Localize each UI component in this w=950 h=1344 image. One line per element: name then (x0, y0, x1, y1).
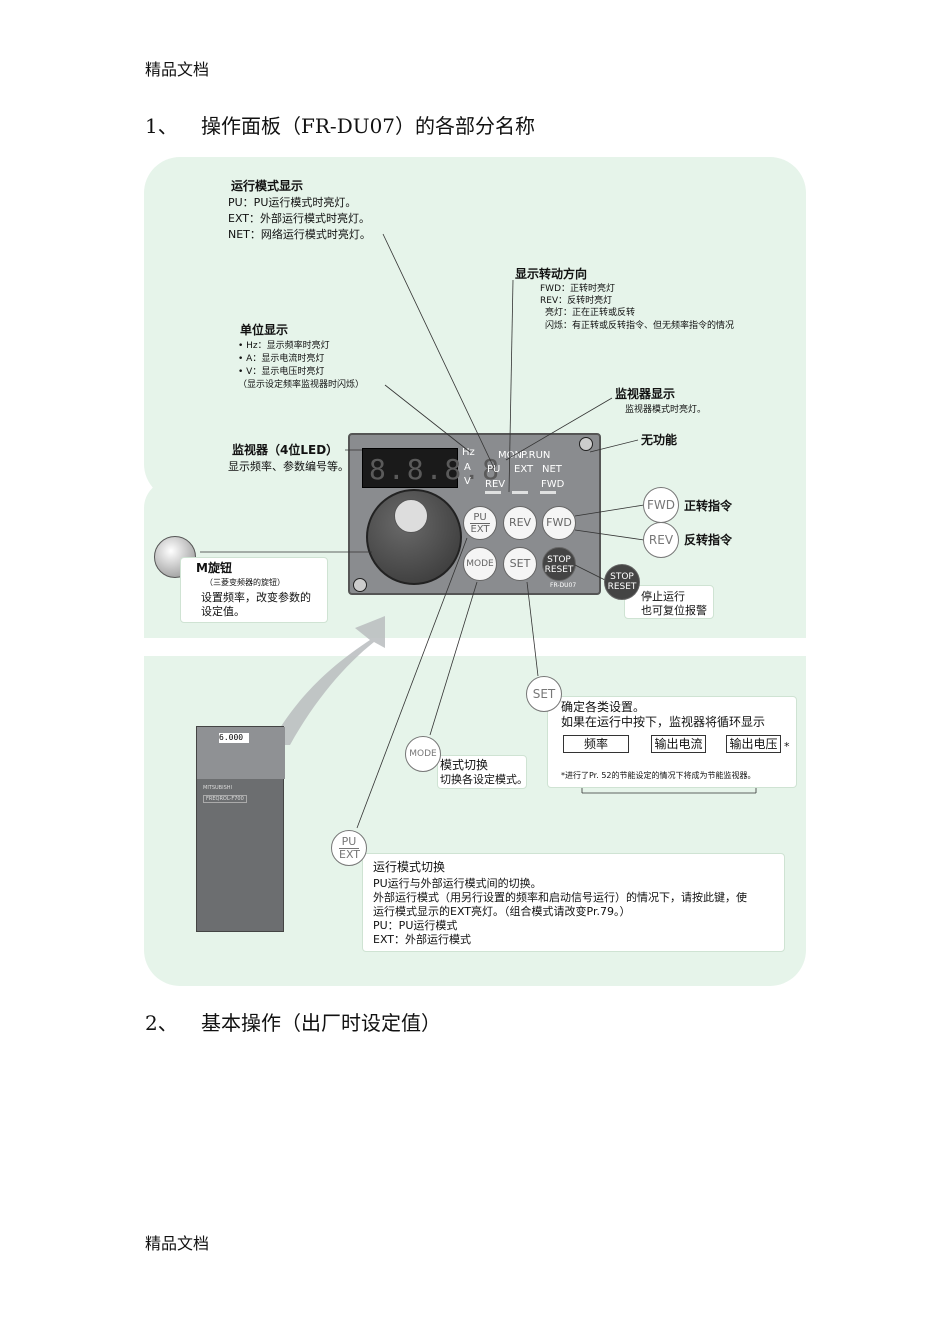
rotation-line: REV：反转时亮灯 (540, 296, 613, 306)
puext-line: EXT：外部运行模式 (373, 933, 472, 946)
flow-frequency: 频率 (563, 735, 629, 753)
rev-button[interactable]: REV (503, 506, 537, 540)
unit-title: 单位显示 (240, 323, 289, 337)
monitor-line: 显示频率、参数编号等。 (228, 460, 349, 473)
fwd-callout-button: FWD (643, 487, 679, 523)
mode-title: 模式切换 (440, 758, 489, 772)
flow-output-voltage: 输出电压 (726, 735, 781, 753)
stop-callout-box (624, 585, 714, 619)
monitor-title: 监视器（4位LED） (232, 443, 339, 457)
indicator-fwd: FWD (541, 479, 565, 490)
mode-callout-box (437, 755, 527, 789)
m-dial[interactable] (366, 489, 462, 585)
unit-line: • Hz：显示频率时亮灯 (238, 341, 330, 351)
dial-line: 设置频率，改变参数的 (201, 591, 311, 604)
flow-output-current: 输出电流 (651, 735, 706, 753)
set-line: 确定各类设置。 (561, 700, 646, 714)
indicator-rev: REV (485, 479, 506, 490)
indicator-ext: EXT (514, 464, 534, 475)
page-header: 精品文档 (145, 60, 210, 79)
set-line: 如果在运行中按下，监视器将循环显示 (561, 715, 766, 729)
asterisk: * (784, 740, 790, 753)
indicator-prun: P.RUN (521, 450, 551, 461)
set-button[interactable]: SET (503, 547, 537, 581)
unit-hz: Hz (462, 447, 475, 458)
stop-line: 也可复位报警 (641, 604, 707, 617)
dial-sub: （三菱变频器的旋钮） (205, 578, 285, 587)
mode-callout-button: MODE (405, 736, 441, 772)
set-note: *进行了Pr. 52的节能设定的情况下将成为节能监视器。 (561, 771, 756, 780)
puext-callout-box (362, 853, 785, 952)
mode-line: 切换各设定模式。 (440, 773, 528, 786)
fwd-button[interactable]: FWD (542, 506, 576, 540)
stop-line: 停止运行 (641, 590, 685, 603)
indicator-net: NET (542, 464, 562, 475)
rotation-line: 闪烁：有正转或反转指令、但无频率指令的情况 (545, 321, 735, 331)
dial-title: M旋钮 (196, 561, 232, 575)
rotation-title: 显示转动方向 (515, 267, 588, 281)
run-mode-title: 运行模式显示 (231, 179, 304, 193)
rev-callout-label: 反转指令 (684, 533, 733, 547)
fwd-led (540, 491, 556, 494)
indicator-pu: PU (487, 464, 501, 475)
rev-led (485, 491, 501, 494)
puext-line: 运行模式显示的EXT亮灯。（组合模式请改变Pr.79。） (373, 905, 631, 918)
mode-button[interactable]: MODE (463, 547, 497, 581)
monitor-led-display: 8.8.8.8 (362, 448, 499, 488)
screw-icon (579, 437, 593, 451)
section-1-heading: 1、操作面板（FR-DU07）的各部分名称 (145, 114, 536, 138)
puext-line: 外部运行模式（用另行设置的频率和启动信号运行）的情况下，请按此键，使 (373, 891, 747, 904)
model-label: FR-DU07 (550, 582, 577, 589)
run-mode-line: PU：PU运行模式时亮灯。 (228, 196, 357, 209)
screw-icon (353, 578, 367, 592)
unit-a: A (464, 462, 471, 473)
rev-callout-button: REV (643, 522, 679, 558)
page-footer: 精品文档 (145, 1234, 210, 1253)
run-mode-line: NET：网络运行模式时亮灯。 (228, 228, 371, 241)
mid-led (512, 491, 528, 494)
section-2-heading: 2、基本操作（出厂时设定值） (145, 1011, 441, 1035)
dial-callout-box (180, 557, 328, 623)
monitor-display-line: 监视器模式时亮灯。 (625, 405, 707, 415)
fwd-callout-label: 正转指令 (684, 499, 733, 513)
rotation-line: 亮灯：正在正转或反转 (545, 308, 636, 318)
unit-line: （显示设定频率监视器时闪烁） (238, 380, 365, 390)
run-mode-line: EXT：外部运行模式时亮灯。 (228, 212, 371, 225)
dial-line: 设定值。 (201, 605, 245, 618)
unit-line: • A：显示电流时亮灯 (238, 354, 325, 364)
inverter-image: 6.000 MITSUBISHI FREQROL-F700 (196, 726, 285, 932)
puext-line: PU运行与外部运行模式间的切换。 (373, 877, 542, 890)
set-callout-button: SET (526, 676, 562, 712)
monitor-display-title: 监视器显示 (615, 387, 676, 401)
unit-line: • V：显示电压时亮灯 (238, 367, 325, 377)
rotation-line: FWD：正转时亮灯 (540, 284, 616, 294)
no-function-label: 无功能 (641, 433, 678, 447)
puext-title: 运行模式切换 (373, 860, 446, 874)
unit-v: V (464, 476, 471, 487)
puext-line: PU：PU运行模式 (373, 919, 458, 932)
